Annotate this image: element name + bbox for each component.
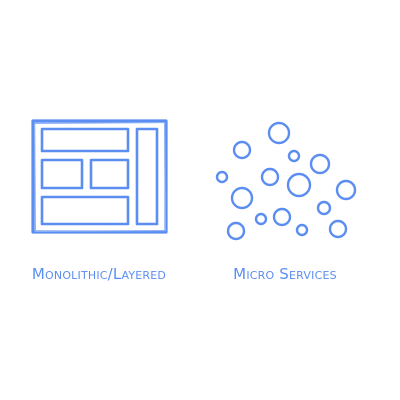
monolith-outer-frame [31, 119, 168, 234]
service-bubble [254, 212, 268, 226]
monolith-block-middle-right [89, 158, 130, 190]
monolith-block-bottom [40, 195, 130, 226]
service-bubble [286, 172, 312, 198]
service-bubble [309, 153, 331, 175]
service-bubble [260, 167, 280, 187]
layered-blocks-icon [31, 119, 168, 234]
service-bubble [232, 140, 252, 160]
service-bubble [215, 170, 229, 184]
monolith-block-top [40, 127, 130, 153]
service-bubble [287, 149, 301, 163]
monolith-outer-frame-sketch [34, 121, 166, 233]
service-bubble [316, 200, 332, 216]
monolith-block-side [135, 127, 159, 226]
service-bubble [295, 223, 309, 237]
service-bubble [272, 207, 292, 227]
monolithic-caption: Monolithic/Layered [32, 265, 166, 283]
service-bubble [335, 179, 357, 201]
microservices-caption: Micro Services [233, 265, 337, 283]
service-bubble [230, 186, 254, 210]
bubbles-cluster-icon [215, 121, 357, 241]
service-bubble [328, 219, 348, 239]
service-bubble [226, 221, 246, 241]
monolith-block-middle-left [40, 158, 84, 190]
service-bubble [267, 121, 291, 145]
